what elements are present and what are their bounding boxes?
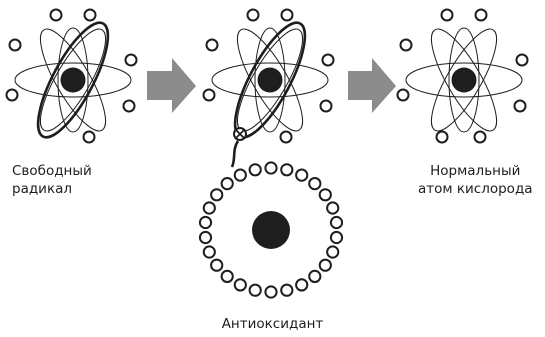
antioxidant-electron (248, 283, 262, 297)
normal-oxygen-atom (396, 8, 529, 144)
nucleus (451, 67, 477, 93)
antioxidant-electron (233, 168, 247, 182)
antioxidant-electron (198, 230, 213, 245)
antioxidant-electron (233, 278, 247, 292)
antioxidant-electron (326, 245, 340, 259)
electrons (396, 8, 529, 144)
antioxidant-caption-text: Антиоксидант (221, 316, 324, 332)
x-bond-icon (233, 127, 247, 141)
electrons (5, 8, 138, 144)
antioxidant-electron (318, 258, 332, 272)
step-arrow-2 (348, 58, 396, 113)
normal-atom-caption-line-2: атом кислорода (418, 181, 533, 197)
normal-atom-caption: Нормальный атом кислорода (418, 162, 533, 198)
antioxidant-electron (202, 245, 216, 259)
antioxidant-electron (295, 278, 309, 292)
free-radical-caption: Свободный радикал (12, 162, 92, 198)
antioxidant-electron (308, 269, 322, 283)
reacting-atom (202, 8, 335, 144)
antioxidant-electron (326, 201, 340, 215)
unpaired-orbit (36, 21, 110, 139)
electrons (202, 8, 335, 144)
antioxidant-electron (329, 230, 344, 245)
free-radical-caption-line-1: Свободный (12, 163, 92, 179)
antioxidant-electron (248, 163, 262, 177)
antioxidant-electron (202, 201, 216, 215)
antioxidant-electron (264, 285, 278, 299)
antioxidant-nucleus (252, 211, 290, 249)
nucleus (257, 67, 283, 93)
free-radical-caption-line-2: радикал (12, 181, 73, 197)
antioxidant-electron (198, 215, 213, 230)
antioxidant-caption: Антиоксидант (0, 315, 545, 333)
antioxidant-electron (329, 215, 344, 230)
antioxidant-electron (280, 163, 294, 177)
antioxidant-electron (264, 161, 278, 175)
step-arrow-1 (147, 58, 196, 113)
antioxidant-electron (295, 168, 309, 182)
antioxidant-electron (308, 177, 322, 191)
bond-link (230, 140, 240, 168)
antioxidant-molecule (198, 161, 344, 299)
antioxidant-electron (318, 188, 332, 202)
free-radical-atom (5, 8, 138, 144)
nucleus (60, 67, 86, 93)
antioxidant-electron (280, 283, 294, 297)
antioxidant-electron (220, 177, 234, 191)
antioxidant-electron-ring (198, 161, 344, 299)
antioxidant-electron (210, 188, 224, 202)
antioxidant-electron (220, 269, 234, 283)
normal-atom-caption-line-1: Нормальный (430, 163, 521, 179)
antioxidant-electron (210, 258, 224, 272)
